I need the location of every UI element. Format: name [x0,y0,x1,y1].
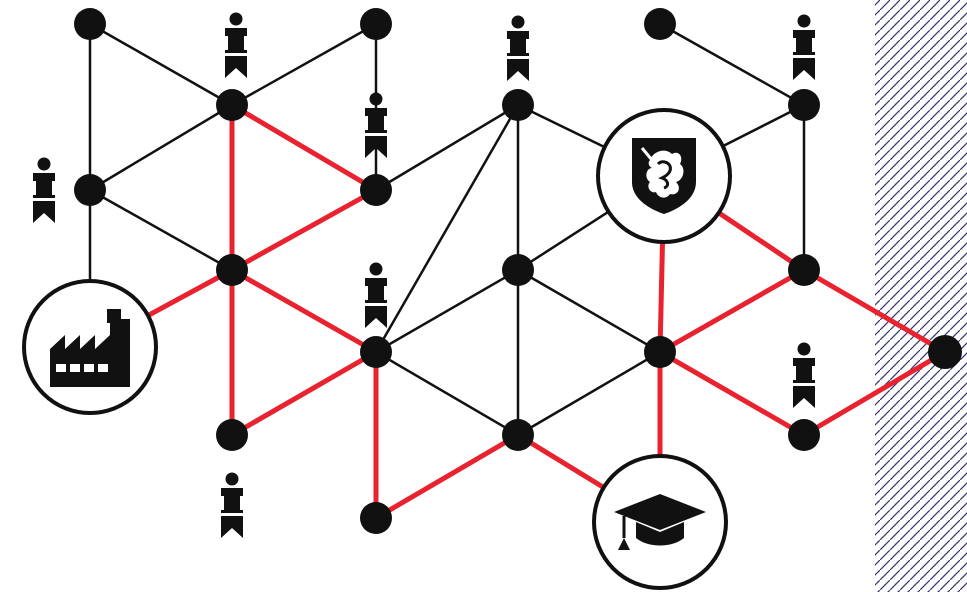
node-n15 [360,502,392,534]
link-n13-n16 [517,350,661,437]
person-icon [33,157,55,223]
link-n3-n7 [659,22,805,107]
node-n8 [74,174,106,206]
link-n17-n19 [802,267,947,355]
link-n11-n13 [517,268,661,354]
node-n11 [502,254,534,286]
person-icon [507,15,529,81]
shield-lion-icon [632,138,696,214]
link-n1-n5 [89,22,233,107]
factory-icon [50,309,130,387]
node-n3 [644,8,676,40]
link-n5-n6 [230,102,378,193]
link-n6-n9 [230,187,378,273]
person-icon [793,342,815,408]
link-n12-n14 [230,349,378,438]
node-n5 [216,89,248,121]
person-icon [793,14,815,80]
node-n19 [928,335,962,369]
link-n5-n8 [89,103,233,192]
node-n2 [360,8,392,40]
node-n16 [502,419,534,451]
node-n13 [644,336,676,368]
nodes-layer [74,8,962,534]
node-n6 [360,174,392,206]
node-n10 [502,89,534,121]
university-hub [596,108,732,244]
person-icon [365,262,387,328]
link-n13-n18 [658,349,806,438]
link-n16-n15 [374,432,520,521]
link-n18-n19 [802,349,947,438]
education-hub [592,454,728,590]
link-n11-n12 [375,268,519,354]
link-n9-n12 [230,267,378,355]
node-n12 [360,336,392,368]
node-n14 [216,419,248,451]
person-icon [225,12,247,78]
link-n2-n5 [231,22,377,107]
link-n13-n17 [658,267,806,355]
node-n17 [788,254,820,286]
node-n7 [788,89,820,121]
link-n12-n16 [375,350,519,437]
node-n18 [788,419,820,451]
link-n10-n12 [374,104,520,353]
people-layer [33,12,815,538]
node-n9 [216,254,248,286]
link-n6-n10 [375,103,519,192]
graduation-cap-icon [614,494,706,550]
link-n8-n9 [89,188,233,272]
hatched-panel [875,0,967,592]
factory-hub [22,279,158,415]
node-n1 [74,8,106,40]
person-icon [221,472,243,538]
